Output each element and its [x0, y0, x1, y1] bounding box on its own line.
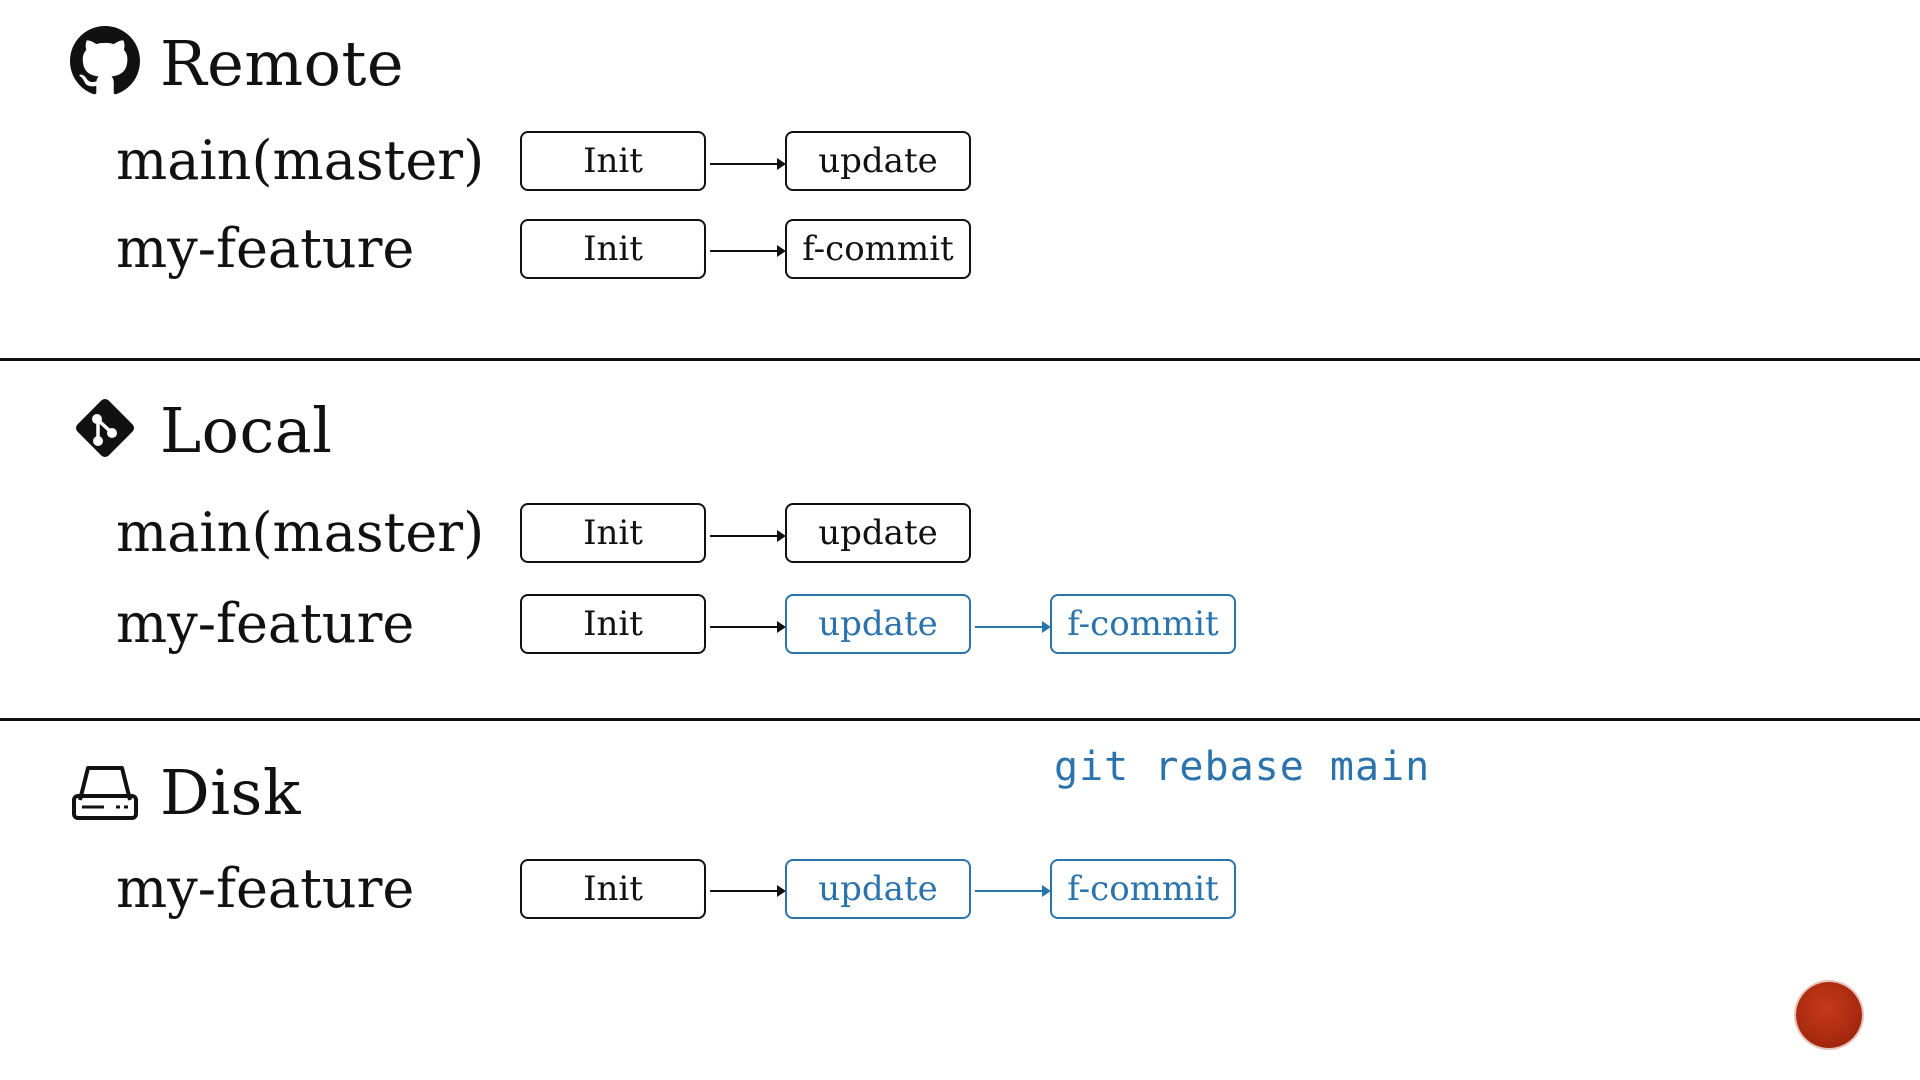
branch-label-remote-feature: my-feature	[116, 217, 415, 280]
branch-label-local-main: main(master)	[116, 501, 485, 564]
commit-box: update	[785, 503, 971, 563]
commit-box: update	[785, 131, 971, 191]
branch-label-disk-feature: my-feature	[116, 857, 415, 920]
commit-arrow-rebased	[975, 621, 1051, 633]
commit-box: Init	[520, 503, 706, 563]
commit-box-rebased: update	[785, 859, 971, 919]
section-title-disk: Disk	[160, 756, 301, 829]
section-divider	[0, 358, 1920, 361]
commit-box: Init	[520, 594, 706, 654]
branch-label-local-feature: my-feature	[116, 592, 415, 655]
commit-arrow	[710, 530, 786, 542]
commit-box: Init	[520, 859, 706, 919]
commit-box-rebased: update	[785, 594, 971, 654]
record-button[interactable]	[1796, 982, 1862, 1048]
section-title-remote: Remote	[160, 27, 405, 100]
hard-drive-icon	[70, 756, 140, 826]
git-command: git rebase main	[1054, 744, 1431, 790]
github-icon	[70, 26, 140, 96]
commit-box: Init	[520, 219, 706, 279]
section-title-local: Local	[160, 394, 333, 467]
commit-box: Init	[520, 131, 706, 191]
section-divider	[0, 718, 1920, 721]
branch-label-remote-main: main(master)	[116, 129, 485, 192]
commit-box-rebased: f-commit	[1050, 594, 1236, 654]
commit-box-rebased: f-commit	[1050, 859, 1236, 919]
commit-arrow-rebased	[975, 885, 1051, 897]
commit-arrow	[710, 158, 786, 170]
git-icon	[70, 393, 140, 463]
commit-arrow	[710, 245, 786, 257]
commit-arrow	[710, 621, 786, 633]
commit-arrow	[710, 885, 786, 897]
commit-box: f-commit	[785, 219, 971, 279]
